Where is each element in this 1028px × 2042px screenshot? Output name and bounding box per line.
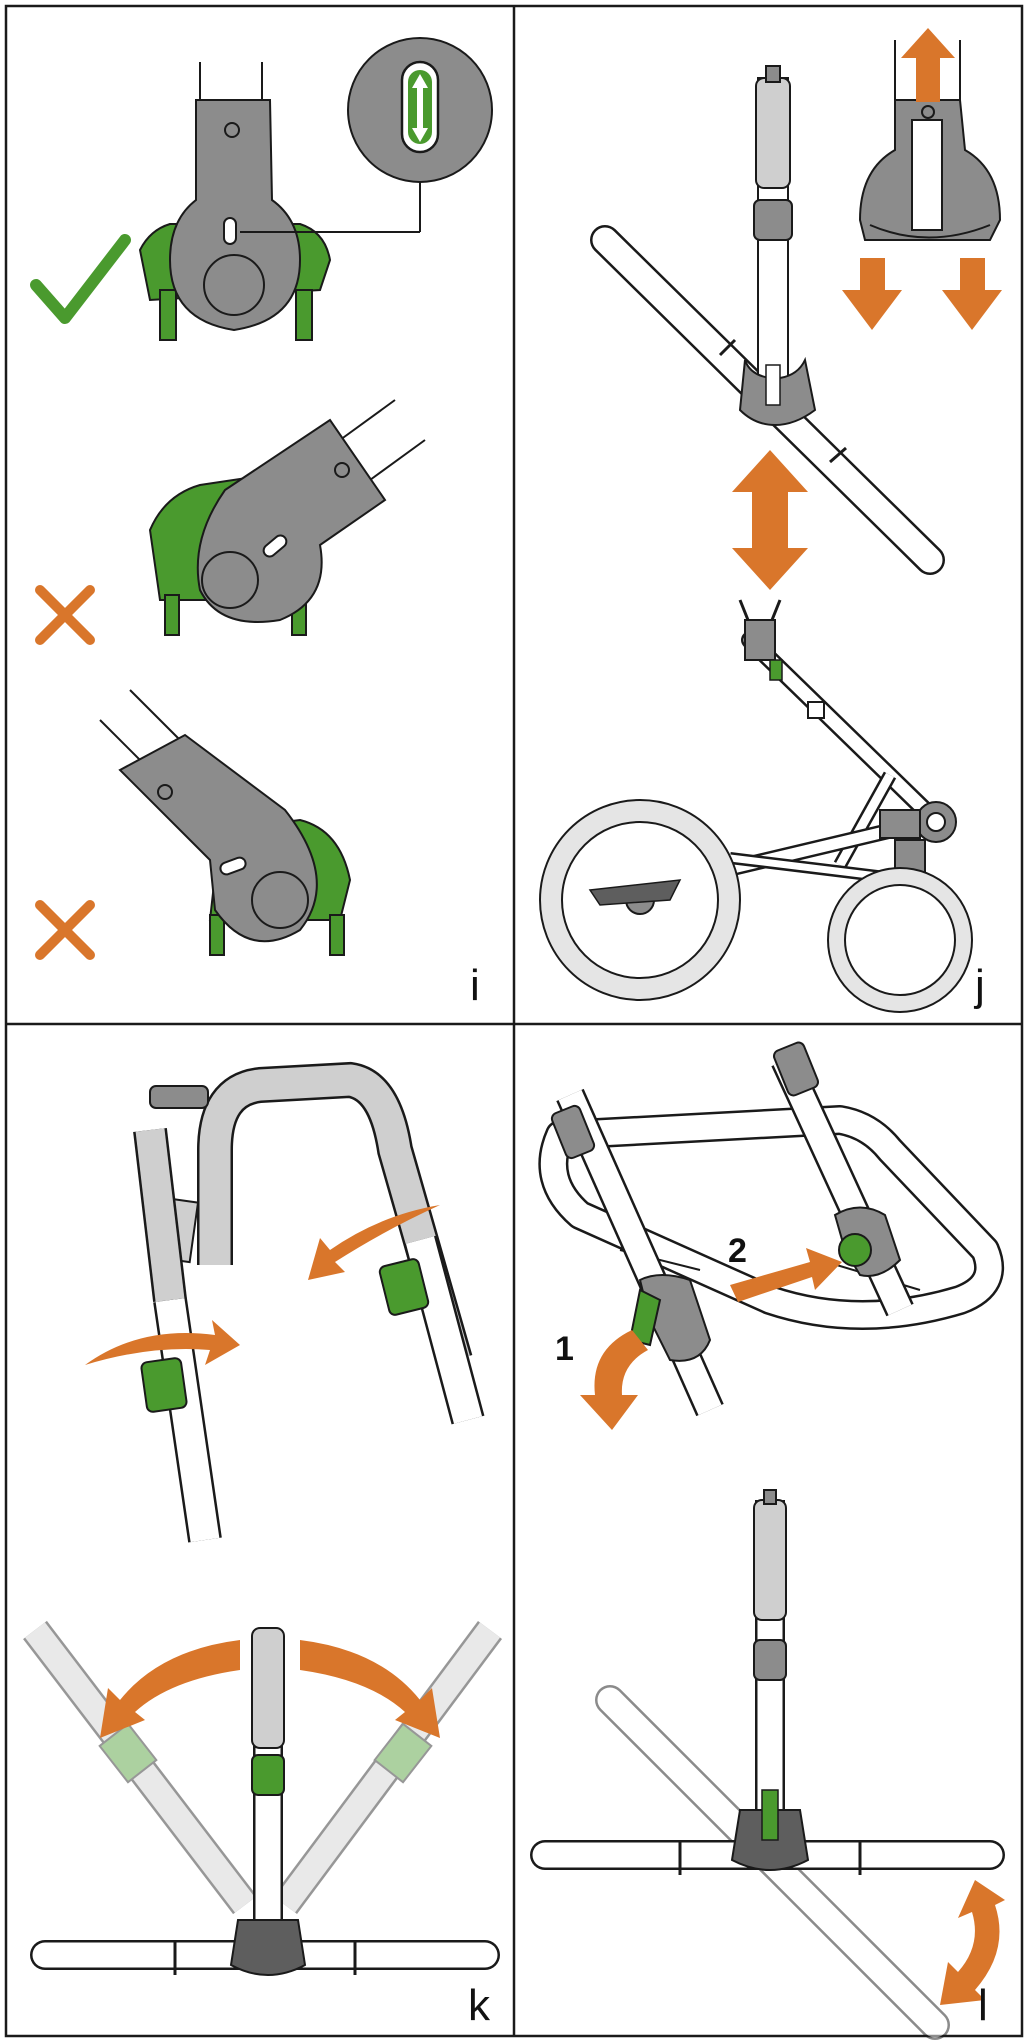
panel-k: k — [35, 1080, 491, 2030]
step-label-1: 1 — [555, 1330, 574, 1368]
panel-l: 1 2 l — [545, 1041, 1005, 2030]
arrow-down-icon — [842, 258, 1002, 330]
panel-letter-i: i — [470, 961, 480, 1010]
hub-correct — [140, 38, 492, 340]
hub-incorrect-1 — [150, 400, 425, 635]
step-label-2: 2 — [728, 1232, 747, 1270]
rotate-down-arrow-icon — [580, 1330, 648, 1430]
panel-j: j — [540, 28, 1002, 1012]
handle-arch — [141, 1080, 468, 1540]
arrow-up-icon — [901, 28, 955, 102]
check-icon — [36, 240, 125, 318]
panel-letter-k: k — [468, 1981, 491, 2030]
hub-incorrect-2 — [100, 690, 350, 955]
panel-letter-l: l — [978, 1981, 988, 2030]
seat-adapter-demo — [545, 1490, 990, 2025]
fold-demo — [35, 1628, 490, 1975]
stroller-chassis — [540, 600, 972, 1012]
cross-icon — [40, 590, 90, 640]
cross-icon — [40, 905, 90, 955]
double-arrow-icon — [732, 450, 808, 590]
pivot-arrow-icon — [940, 1880, 1005, 2005]
panel-i: i — [36, 38, 492, 1010]
panel-letter-j: j — [973, 961, 985, 1010]
